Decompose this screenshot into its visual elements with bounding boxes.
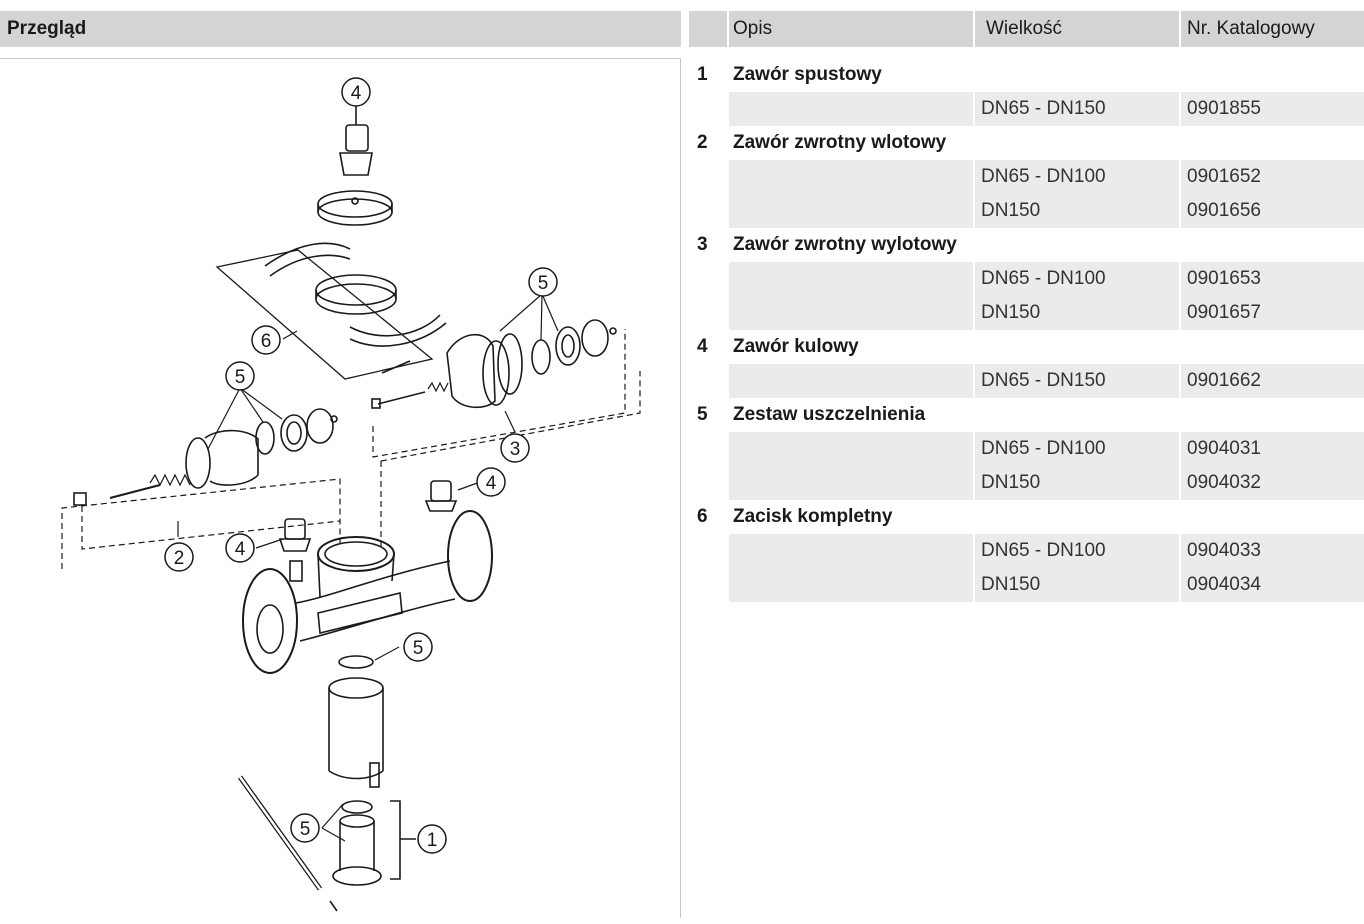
- overview-header-bar: [0, 11, 681, 47]
- part-row: 3 Zawór zwrotny wylotowy: [689, 228, 1364, 262]
- table-header-bar: [689, 11, 1364, 47]
- header-divider: [973, 11, 975, 47]
- variant-row: DN150 0904034: [689, 568, 1364, 602]
- variant-row: DN65 - DN100 0901652: [689, 160, 1364, 194]
- part-number: 4: [697, 336, 708, 357]
- variant-size: DN150: [981, 472, 1041, 493]
- callout-label: 5: [413, 638, 424, 659]
- drain-valve: [332, 800, 382, 886]
- variant-size: DN65 - DN150: [981, 98, 1106, 119]
- part-number: 6: [697, 506, 708, 527]
- variant-catalog-number: 0901662: [1187, 370, 1261, 391]
- part-description: Zawór zwrotny wylotowy: [733, 234, 957, 255]
- callout-label: 2: [174, 548, 185, 569]
- drain-bracket: [390, 800, 416, 880]
- column-header-catalog-number: Nr. Katalogowy: [1187, 18, 1315, 39]
- clamp-upper: [264, 242, 351, 277]
- part-row: 1 Zawór spustowy: [689, 58, 1364, 92]
- part-description: Zawór spustowy: [733, 64, 882, 85]
- leader-lines: [177, 293, 559, 842]
- variant-catalog-number: 0904033: [1187, 540, 1261, 561]
- variant-catalog-number: 0901656: [1187, 200, 1261, 221]
- part-description: Zacisk kompletny: [733, 506, 893, 527]
- part-row: 2 Zawór zwrotny wlotowy: [689, 126, 1364, 160]
- ball-valve-left: [278, 518, 312, 582]
- callout-label: 1: [427, 830, 438, 851]
- callout-label: 5: [300, 819, 311, 840]
- variant-row: DN150 0901657: [689, 296, 1364, 330]
- part-number: 1: [697, 64, 708, 85]
- exploded-view-panel: 4 5 6 5 3 4 4 2 5 5 1: [0, 58, 681, 918]
- callout-label: 3: [510, 439, 521, 460]
- bolts: [73, 360, 426, 506]
- parts-table: 1 Zawór spustowy DN65 - DN150 0901855 2 …: [689, 58, 1364, 602]
- variant-size: DN65 - DN150: [981, 370, 1106, 391]
- variant-catalog-number: 0904032: [1187, 472, 1261, 493]
- part-number: 5: [697, 404, 708, 425]
- variant-catalog-number: 0901653: [1187, 268, 1261, 289]
- callout-label: 5: [538, 273, 549, 294]
- assembly-frames: [61, 329, 641, 569]
- part-row: 4 Zawór kulowy: [689, 330, 1364, 364]
- clamp-lower: [349, 314, 447, 347]
- column-header-size: Wielkość: [986, 18, 1063, 39]
- inlet-check-valve: [185, 408, 338, 489]
- variant-size: DN150: [981, 574, 1041, 595]
- part-row: 6 Zacisk kompletny: [689, 500, 1364, 534]
- variant-row: DN65 - DN100 0904031: [689, 432, 1364, 466]
- variant-row: DN65 - DN150 0901662: [689, 364, 1364, 398]
- column-header-description: Opis: [733, 18, 773, 39]
- valve-body: [242, 510, 493, 674]
- variant-row: DN150 0901656: [689, 194, 1364, 228]
- filter-housing: [328, 677, 384, 788]
- header-divider: [727, 11, 729, 47]
- variant-row: DN65 - DN100 0904033: [689, 534, 1364, 568]
- part-description: Zawór zwrotny wlotowy: [733, 132, 947, 153]
- variant-size: DN65 - DN100: [981, 166, 1106, 187]
- callout-label: 4: [486, 473, 497, 494]
- variant-catalog-number: 0901652: [1187, 166, 1261, 187]
- variant-size: DN150: [981, 200, 1041, 221]
- variant-size: DN65 - DN100: [981, 540, 1106, 561]
- top-cap: [317, 190, 393, 226]
- variant-size: DN65 - DN100: [981, 438, 1106, 459]
- springs: [149, 381, 449, 487]
- callout-label: 5: [235, 367, 246, 388]
- variant-row: DN65 - DN100 0901653: [689, 262, 1364, 296]
- callout-label: 4: [351, 83, 362, 104]
- variant-catalog-number: 0904031: [1187, 438, 1261, 459]
- callouts: [164, 77, 558, 854]
- variant-size: DN65 - DN100: [981, 268, 1106, 289]
- outlet-check-valve: [446, 319, 617, 409]
- overview-title: Przegląd: [7, 18, 87, 39]
- callout-label: 6: [261, 331, 272, 352]
- sleeve-ring: [315, 274, 397, 315]
- part-description: Zawór kulowy: [733, 336, 859, 357]
- exploded-view-diagram: 4 5 6 5 3 4 4 2 5 5 1: [61, 77, 641, 912]
- callout-label: 4: [235, 539, 246, 560]
- part-number: 3: [697, 234, 708, 255]
- ball-valve-right: [424, 480, 458, 512]
- header-divider: [1179, 11, 1181, 47]
- ball-valve-top: [339, 104, 373, 176]
- variant-row: DN150 0904032: [689, 466, 1364, 500]
- drain-hose: [237, 775, 338, 912]
- part-number: 2: [697, 132, 708, 153]
- part-description: Zestaw uszczelnienia: [733, 404, 926, 425]
- variant-catalog-number: 0901855: [1187, 98, 1261, 119]
- clamp-plate: [215, 249, 434, 380]
- variant-catalog-number: 0904034: [1187, 574, 1261, 595]
- variant-catalog-number: 0901657: [1187, 302, 1261, 323]
- variant-size: DN150: [981, 302, 1041, 323]
- variant-row: DN65 - DN150 0901855: [689, 92, 1364, 126]
- part-row: 5 Zestaw uszczelnienia: [689, 398, 1364, 432]
